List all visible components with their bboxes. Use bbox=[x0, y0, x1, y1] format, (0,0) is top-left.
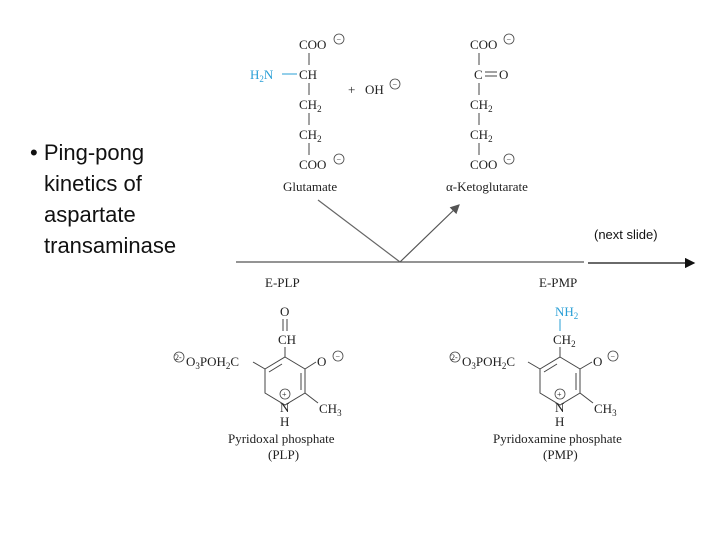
pmp-structure: NH2 CH2 + N H O − CH3 2- O3POH2C Pyridox… bbox=[449, 304, 622, 462]
ketoglutarate-ch2-b: CH2 bbox=[470, 127, 493, 144]
hydroxide-term: + OH − bbox=[348, 78, 401, 97]
plp-ring-o: O bbox=[317, 354, 326, 369]
bullet-text-line: Ping-pong bbox=[43, 140, 145, 165]
plp-structure: O CH + N H O − CH3 2- O3POH2C Pyridoxal … bbox=[173, 304, 344, 462]
ketoglutarate-structure: COO − C O CH2 CH2 COO − α-Ketoglutarate bbox=[446, 33, 528, 194]
product-out-arrow bbox=[399, 204, 460, 263]
glutamate-structure: COO − H2N CH CH2 CH2 COO − Glutamate bbox=[250, 33, 345, 194]
pmp-name-line2: (PMP) bbox=[543, 447, 578, 462]
pmp-name-line1: Pyridoxamine phosphate bbox=[493, 431, 622, 446]
ketoglutarate-o: O bbox=[499, 67, 508, 82]
bullet-line-1: • Ping-pong bbox=[30, 137, 220, 168]
minus-charge: − bbox=[507, 35, 512, 44]
ring-double-bond bbox=[268, 363, 283, 373]
plp-methyl: CH3 bbox=[319, 401, 342, 418]
charge-circle bbox=[333, 153, 345, 165]
bullet-line-2: kinetics of bbox=[44, 171, 142, 196]
enzyme-label-left: E-PLP bbox=[265, 275, 300, 290]
ketoglutarate-name: α-Ketoglutarate bbox=[446, 179, 528, 194]
bond bbox=[252, 361, 266, 370]
bond bbox=[304, 361, 317, 370]
pmp-phosphate-group: O3POH2C bbox=[462, 354, 515, 371]
pmp-ring-o: O bbox=[593, 354, 602, 369]
bullet-marker: • bbox=[30, 140, 38, 165]
charge-circle bbox=[554, 388, 566, 400]
minus-charge: − bbox=[337, 155, 342, 164]
minus-charge: − bbox=[336, 352, 341, 361]
charge-circle bbox=[503, 33, 515, 45]
plus-charge: + bbox=[282, 390, 287, 399]
substrate-in-arrow bbox=[317, 199, 401, 263]
glutamate-ch: CH bbox=[299, 67, 317, 82]
minus-charge: − bbox=[611, 352, 616, 361]
plp-ch: CH bbox=[278, 332, 296, 347]
plp-aldehyde-o: O bbox=[280, 304, 289, 319]
pmp-ring-n: N bbox=[555, 400, 565, 415]
charge-circle bbox=[503, 153, 515, 165]
glutamate-name: Glutamate bbox=[283, 179, 337, 194]
bullet-text-block: • Ping-pong kinetics of aspartate transa… bbox=[30, 137, 220, 261]
bond bbox=[304, 392, 319, 404]
glutamate-coo-top: COO bbox=[299, 37, 326, 52]
hydroxide-oh: OH bbox=[365, 82, 384, 97]
charge-circle bbox=[449, 351, 461, 363]
bullet-line-4: transaminase bbox=[44, 233, 177, 258]
pmp-amine: NH2 bbox=[555, 304, 578, 321]
bond bbox=[579, 392, 594, 404]
enzyme-label-right: E-PMP bbox=[539, 275, 577, 290]
plp-name-line1: Pyridoxal phosphate bbox=[228, 431, 335, 446]
plp-ring-n: N bbox=[280, 400, 290, 415]
plp-phosphate-group: O3POH2C bbox=[186, 354, 239, 371]
bond bbox=[579, 361, 593, 370]
next-slide-note: (next slide) bbox=[594, 227, 658, 242]
glutamate-amine: H2N bbox=[250, 67, 274, 84]
minus-charge: − bbox=[393, 80, 398, 89]
ketoglutarate-coo-bottom: COO bbox=[470, 157, 497, 172]
pmp-ch2: CH2 bbox=[553, 332, 576, 349]
ketoglutarate-ch2-a: CH2 bbox=[470, 97, 493, 114]
bullet-line-3: aspartate bbox=[44, 202, 136, 227]
pmp-n-h: H bbox=[555, 414, 564, 429]
glutamate-ch2-a: CH2 bbox=[299, 97, 322, 114]
charge-circle bbox=[333, 33, 345, 45]
glutamate-coo-bottom: COO bbox=[299, 157, 326, 172]
pmp-methyl: CH3 bbox=[594, 401, 617, 418]
reaction-arrows bbox=[236, 199, 696, 269]
minus-charge: − bbox=[507, 155, 512, 164]
charge-circle bbox=[607, 350, 619, 362]
glutamate-ch2-b: CH2 bbox=[299, 127, 322, 144]
bond bbox=[527, 361, 541, 370]
phosphate-charge: 2- bbox=[175, 353, 182, 362]
plp-n-h: H bbox=[280, 414, 289, 429]
charge-circle bbox=[389, 78, 401, 90]
phosphate-charge: 2- bbox=[451, 353, 458, 362]
ring-double-bond bbox=[543, 363, 558, 373]
plus-sign: + bbox=[348, 82, 355, 97]
charge-circle bbox=[279, 388, 291, 400]
minus-charge: − bbox=[337, 35, 342, 44]
plus-charge: + bbox=[557, 390, 562, 399]
charge-circle bbox=[173, 351, 185, 363]
ketoglutarate-c: C bbox=[474, 67, 483, 82]
charge-circle bbox=[332, 350, 344, 362]
ketoglutarate-coo-top: COO bbox=[470, 37, 497, 52]
plp-name-line2: (PLP) bbox=[268, 447, 299, 462]
